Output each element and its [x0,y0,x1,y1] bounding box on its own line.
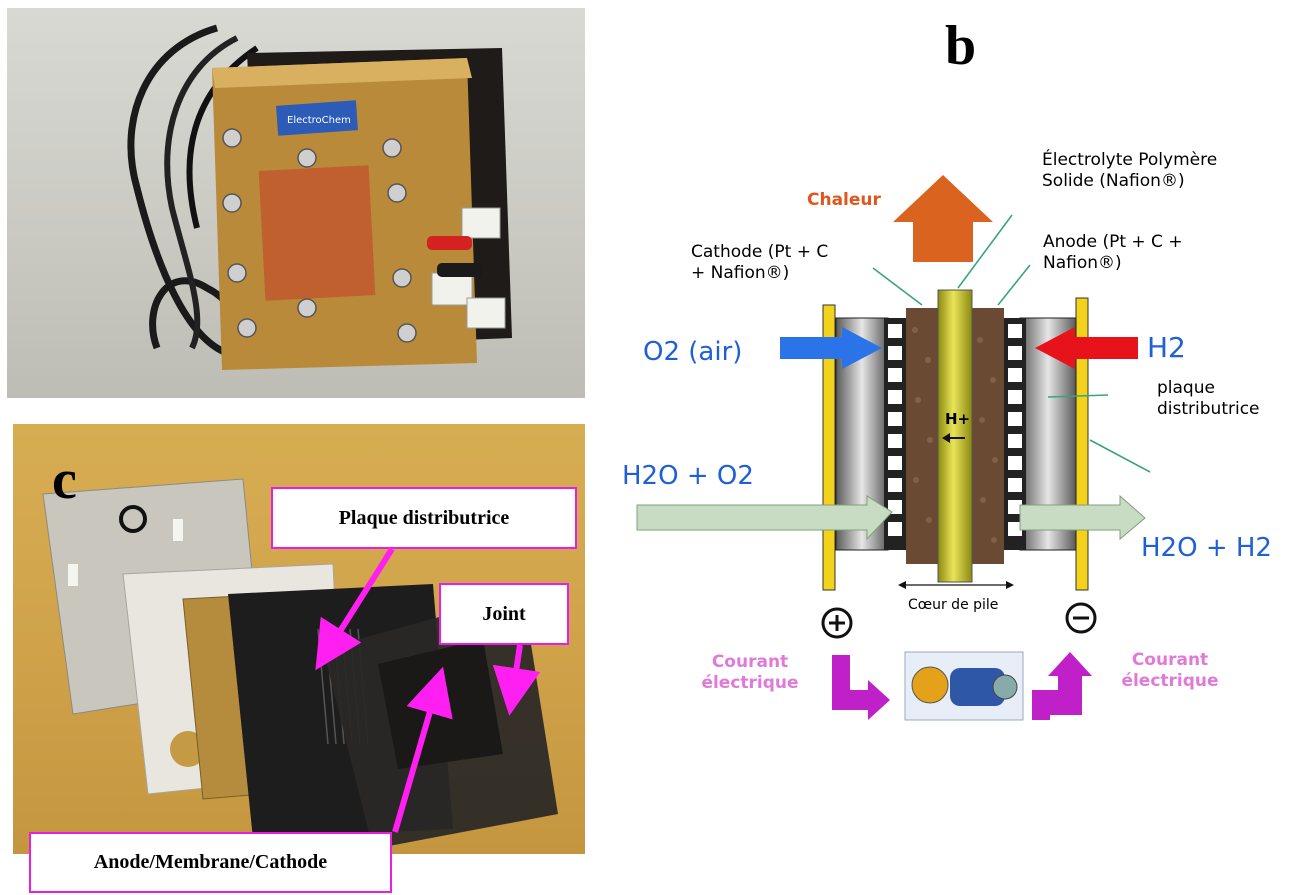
polymer-membrane [937,289,973,583]
panel-label-c: c [52,449,77,511]
fuel-cell-stack-illustration: ElectroChem [127,24,512,370]
positive-terminal [821,607,853,639]
panel-label-b: b [945,15,977,77]
label-coeur-de-pile: Cœur de pile [908,597,999,613]
fuel-cell-parts-illustration [42,478,558,849]
label-courant-right: Courant électrique [1121,650,1219,692]
label-plaque-distributrice: plaque distributrice [1157,378,1260,420]
label-courant-left: Courant électrique [701,652,799,694]
photo-fuel-cell-assembled: ElectroChem [7,8,585,398]
negative-terminal [1065,602,1097,634]
current-arrow-right [1032,652,1092,720]
callout-anode-membrane-cathode: Anode/Membrane/Cathode [29,832,392,893]
cathode-exhaust-arrow [636,495,893,541]
label-h-plus: H+ [945,410,971,428]
current-arrow-left [832,655,890,720]
hydrogen-inlet-arrow [1035,327,1138,369]
label-h2o-h2: H2O + H2 [1141,533,1272,563]
left-flow-channels [884,318,906,550]
label-o2-air: O2 (air) [643,337,743,367]
label-h2o-o2: H2O + O2 [622,461,754,491]
callout-plaque-distributrice: Plaque distributrice [271,487,577,549]
anode-layer [970,308,1004,564]
label-anode: Anode (Pt + C + Nafion®) [1043,232,1183,274]
oxygen-inlet-arrow [780,327,882,369]
heat-arrow [893,175,993,262]
left-distributor-plate [835,317,889,551]
callout-joint: Joint [439,583,569,645]
brand-label: ElectroChem [287,115,351,126]
photo-fuel-cell-parts [13,424,585,854]
motor-load-icon [904,651,1024,721]
label-chaleur: Chaleur [807,190,881,210]
right-distributor-plate [1019,317,1077,551]
right-current-collector [1075,297,1089,591]
anode-exhaust-arrow [1019,494,1146,541]
label-cathode: Cathode (Pt + C + Nafion®) [691,242,829,284]
label-h2: H2 [1147,331,1186,364]
left-current-collector [822,304,836,591]
right-flow-channels [1004,318,1026,550]
cathode-layer [906,308,940,564]
label-electrolyte: Électrolyte Polymère Solide (Nafion®) [1042,150,1218,192]
